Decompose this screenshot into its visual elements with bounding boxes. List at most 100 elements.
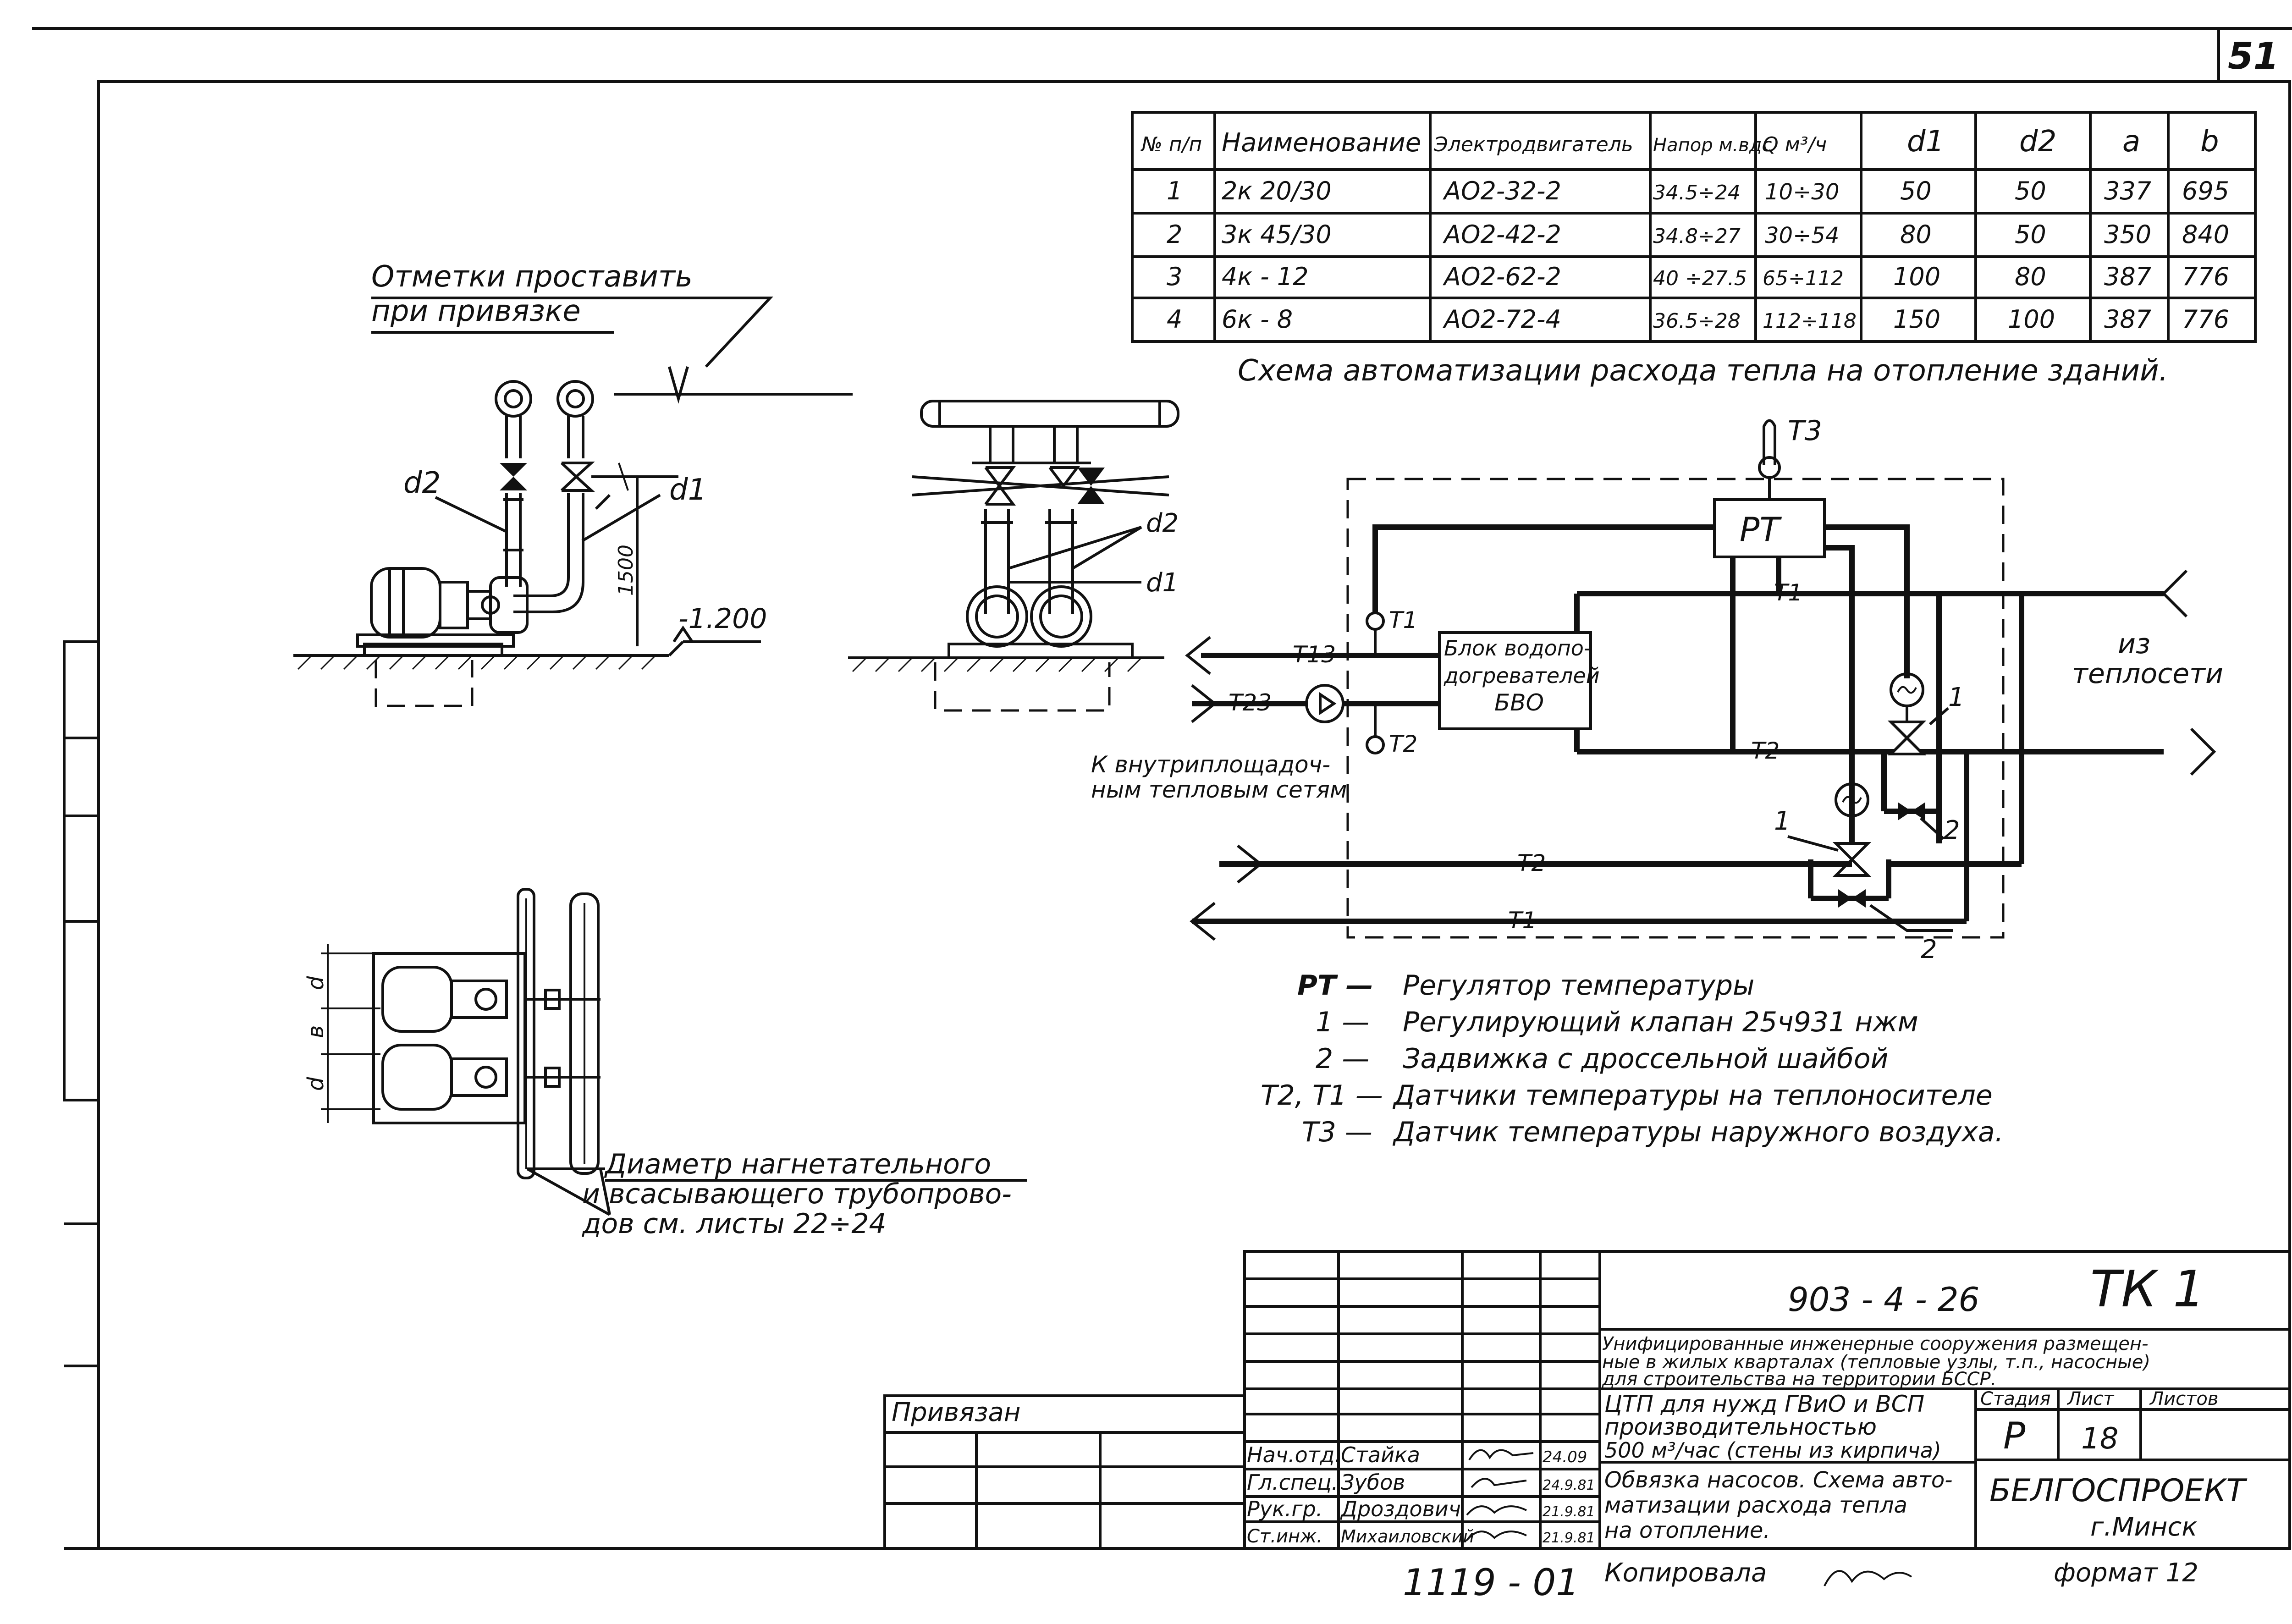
cell: 4 — [1167, 305, 1182, 334]
cell: 150 — [1893, 305, 1940, 334]
sheet-title-line1: Обвязка насосов. Схема авто- — [1604, 1467, 1953, 1493]
cell: 34.8÷27 — [1653, 225, 1741, 248]
cell: 695 — [2182, 176, 2229, 205]
cell: 100 — [1893, 262, 1940, 291]
staff-role: Нач.отд. — [1247, 1442, 1341, 1467]
to-internal-line2: ным тепловым сетям — [1091, 776, 1347, 803]
legend-text: Датчики температуры на теплоносителе — [1392, 1079, 1993, 1112]
sheet-mark: ТК 1 — [2090, 1260, 2205, 1318]
cell: 350 — [2104, 220, 2151, 249]
legend-key: 1 — — [1316, 1006, 1369, 1038]
staff-date: 24.9.81 — [1543, 1477, 1595, 1493]
plan-dim-b: в — [303, 1025, 329, 1038]
header-b: b — [2200, 125, 2219, 159]
side-d2: d2 — [1146, 508, 1179, 538]
page-number: 51 — [2228, 35, 2279, 77]
plan-note-line2: и всасывающего трубопрово- — [582, 1178, 1012, 1210]
t23-label: Т23 — [1229, 689, 1272, 716]
staff-date: 21.9.81 — [1543, 1504, 1595, 1520]
cell: 840 — [2182, 220, 2229, 249]
valve-2a-label: 2 — [1944, 815, 1960, 845]
t1-bottom-label: Т1 — [1508, 907, 1537, 934]
t2-sensor-label: Т2 — [1389, 731, 1417, 757]
table-row: 4 6к - 8 АО2-72-4 36.5÷28 112÷118 150 10… — [1167, 305, 2229, 334]
sheet-title-line2: матизации расхода тепла — [1604, 1492, 1907, 1518]
plan-note-line3: дов см. листы 22÷24 — [582, 1208, 887, 1240]
bound-label: Привязан — [892, 1398, 1020, 1427]
elevation-note-line2: при привязке — [371, 294, 581, 328]
table-row: 3 4к - 12 АО2-62-2 40 ÷27.5 65÷112 100 8… — [1167, 262, 2229, 291]
legend-key: РТ — — [1297, 969, 1373, 1002]
cell: АО2-32-2 — [1443, 176, 1561, 205]
cell: 112÷118 — [1763, 309, 1857, 333]
sheet-title-line3: на отопление. — [1604, 1518, 1770, 1543]
scheme-title: Схема автоматизации расхода тепла на ото… — [1238, 354, 2168, 388]
header-d2: d2 — [2019, 125, 2056, 159]
cell: АО2-62-2 — [1443, 262, 1561, 291]
to-internal-line1: К внутриплощадоч- — [1091, 751, 1330, 778]
object-line3: 500 м³/час (стены из кирпича) — [1604, 1438, 1941, 1463]
format-label: формат 12 — [2054, 1558, 2198, 1588]
object-line1: ЦТП для нужд ГВиО и ВСП — [1604, 1391, 1924, 1417]
table-row: 2 3к 45/30 АО2-42-2 34.8÷27 30÷54 80 50 … — [1167, 220, 2229, 249]
pump-table: № п/п Наименование Электродвигатель Напо… — [1131, 111, 2257, 343]
pump-elevation-view: Отметки проставить при привязке d1 — [293, 260, 853, 707]
copier-signature — [1824, 1570, 1912, 1586]
doc-code: 903 - 4 - 26 — [1788, 1280, 1979, 1319]
block-line1: Блок водопо- — [1444, 636, 1592, 661]
legend: РТ — Регулятор температуры 1 — Регулирую… — [1261, 969, 2004, 1148]
block-line3: БВО — [1494, 689, 1544, 716]
project-line3: для строительства на территории БССР. — [1602, 1369, 1996, 1390]
valve-1b-label: 1 — [1774, 806, 1791, 836]
cell: 387 — [2104, 305, 2151, 334]
cell: АО2-42-2 — [1443, 220, 1561, 249]
city: г.Минск — [2090, 1512, 2197, 1542]
valve-2b-label: 2 — [1921, 935, 1937, 964]
header-flow: Q м³/ч — [1763, 133, 1827, 156]
elevation-height: 1500 — [614, 545, 638, 596]
staff-name: Зубов — [1341, 1470, 1405, 1495]
t2-bottom-label: Т2 — [1517, 850, 1546, 876]
elevation-level: -1.200 — [678, 603, 767, 635]
cell: 100 — [2008, 305, 2055, 334]
stage-header: Стадия — [1980, 1388, 2050, 1409]
cell: 50 — [2015, 220, 2046, 249]
legend-text: Регулирующий клапан 25ч931 нжм — [1403, 1006, 1918, 1038]
legend-text: Регулятор температуры — [1403, 969, 1754, 1002]
cell: 776 — [2182, 262, 2229, 291]
cell: 2к 20/30 — [1222, 176, 1332, 205]
staff-date: 24.09 — [1543, 1448, 1587, 1466]
block-line2: догревателей — [1444, 663, 1600, 688]
t2-mid-label: Т2 — [1751, 738, 1780, 764]
project-line2: ные в жилых кварталах (тепловые узлы, т.… — [1602, 1352, 2150, 1373]
legend-text: Задвижка с дроссельной шайбой — [1403, 1043, 1889, 1075]
signature — [1468, 1449, 1534, 1461]
header-head: Напор м.вдс — [1653, 135, 1772, 156]
title-block: Привязан Нач.отд. Стайка 24.09 Гл.спец. … — [883, 1250, 2291, 1604]
elevation-d2: d2 — [403, 466, 441, 500]
cell: АО2-72-4 — [1443, 305, 1561, 334]
sheets-header: Листов — [2149, 1388, 2218, 1409]
elevation-d1: d1 — [669, 473, 706, 507]
staff-role: Ст.инж. — [1247, 1526, 1322, 1547]
copied-label: Копировала — [1604, 1558, 1767, 1588]
cell: 776 — [2182, 305, 2229, 334]
staff-date: 21.9.81 — [1543, 1530, 1595, 1546]
from-net-line2: теплосети — [2072, 658, 2223, 690]
signature — [1466, 1505, 1527, 1516]
signature — [1471, 1478, 1527, 1488]
side-d1: d1 — [1146, 568, 1179, 598]
object-line2: производительностью — [1604, 1414, 1877, 1440]
cell: 3 — [1167, 262, 1182, 291]
staff-name: Михаиловский — [1341, 1526, 1474, 1547]
header-d1: d1 — [1907, 125, 1944, 159]
cell: 65÷112 — [1763, 267, 1844, 290]
cell: 2 — [1167, 220, 1182, 249]
organization: БЕЛГОСПРОЕКТ — [1989, 1473, 2248, 1509]
table-row: 1 2к 20/30 АО2-32-2 34.5÷24 10÷30 50 50 … — [1167, 176, 2229, 205]
plan-dim-d-top: d — [303, 976, 329, 990]
cell: 387 — [2104, 262, 2151, 291]
t3-label: Т3 — [1788, 415, 1822, 447]
staff-role: Рук.гр. — [1247, 1497, 1322, 1521]
